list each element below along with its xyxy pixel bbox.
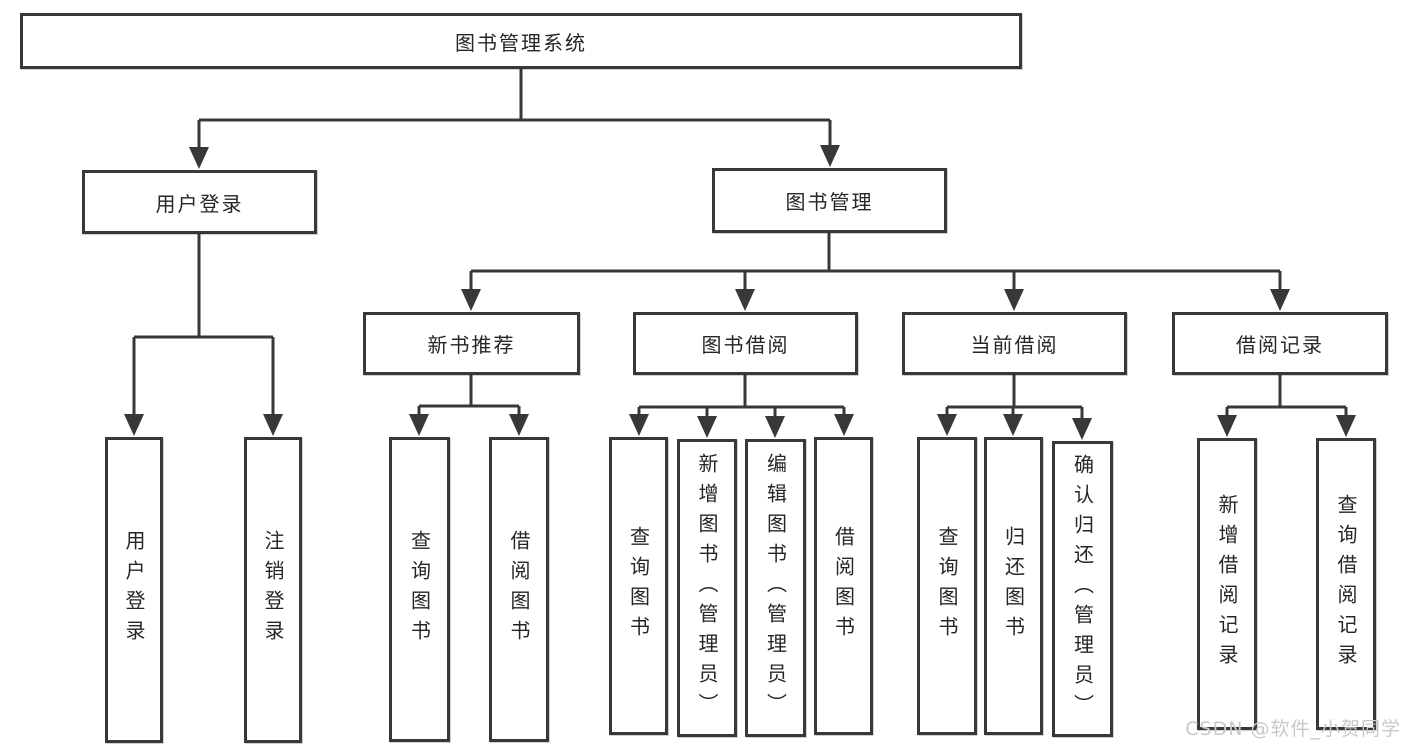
connector-new-book-children xyxy=(409,375,529,436)
leaf-add-book-admin: 新增图书（管理员） xyxy=(677,439,737,737)
watermark: CSDN @软件_小贺同学 xyxy=(1185,718,1401,740)
connector-book-borrow-children xyxy=(629,375,854,438)
leaf-borrow-books-borrow: 借阅图书 xyxy=(814,437,873,735)
node-current-borrow: 当前借阅 xyxy=(902,312,1127,375)
leaf-edit-book-admin: 编辑图书（管理员） xyxy=(745,439,806,737)
leaf-user-login: 用户登录 xyxy=(105,437,163,743)
leaf-logout: 注销登录 xyxy=(244,437,302,743)
leaf-query-borrow-record: 查询借阅记录 xyxy=(1316,438,1376,730)
leaf-confirm-return-admin: 确认归还（管理员） xyxy=(1052,441,1113,737)
connector-user-login-children xyxy=(124,234,283,436)
leaf-query-books-recommend: 查询图书 xyxy=(389,437,450,742)
leaf-query-books-borrow: 查询图书 xyxy=(609,437,668,735)
connector-current-borrow-children xyxy=(937,375,1092,440)
leaf-add-borrow-record: 新增借阅记录 xyxy=(1197,438,1257,730)
node-root-system: 图书管理系统 xyxy=(20,13,1022,69)
node-book-management: 图书管理 xyxy=(712,168,947,233)
node-new-book-recommend: 新书推荐 xyxy=(363,312,580,375)
connector-borrow-records-children xyxy=(1217,375,1356,437)
leaf-return-book: 归还图书 xyxy=(984,437,1043,735)
leaf-query-books-current: 查询图书 xyxy=(917,437,977,735)
node-book-borrow: 图书借阅 xyxy=(633,312,858,375)
node-borrow-records: 借阅记录 xyxy=(1172,312,1388,375)
connector-root-to-level2 xyxy=(189,68,840,169)
node-user-login: 用户登录 xyxy=(82,170,317,234)
leaf-borrow-books-recommend: 借阅图书 xyxy=(489,437,549,742)
connector-book-management-children xyxy=(461,233,1290,311)
